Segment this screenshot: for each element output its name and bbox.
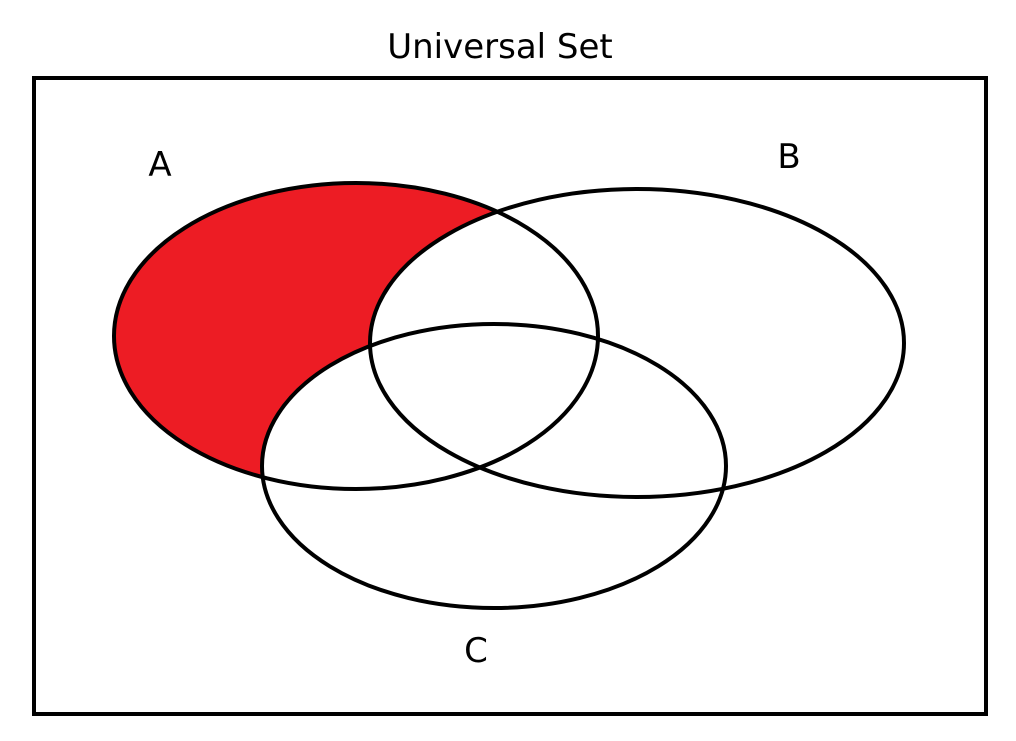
set-a-label: A [148,145,171,185]
set-a-ellipse [112,181,600,491]
set-c-ellipse [260,322,728,610]
set-b-label: B [777,137,800,177]
universal-set-box [32,76,988,716]
set-c-label: C [464,631,488,671]
diagram-title: Universal Set [387,27,613,67]
set-b-ellipse [368,187,906,499]
